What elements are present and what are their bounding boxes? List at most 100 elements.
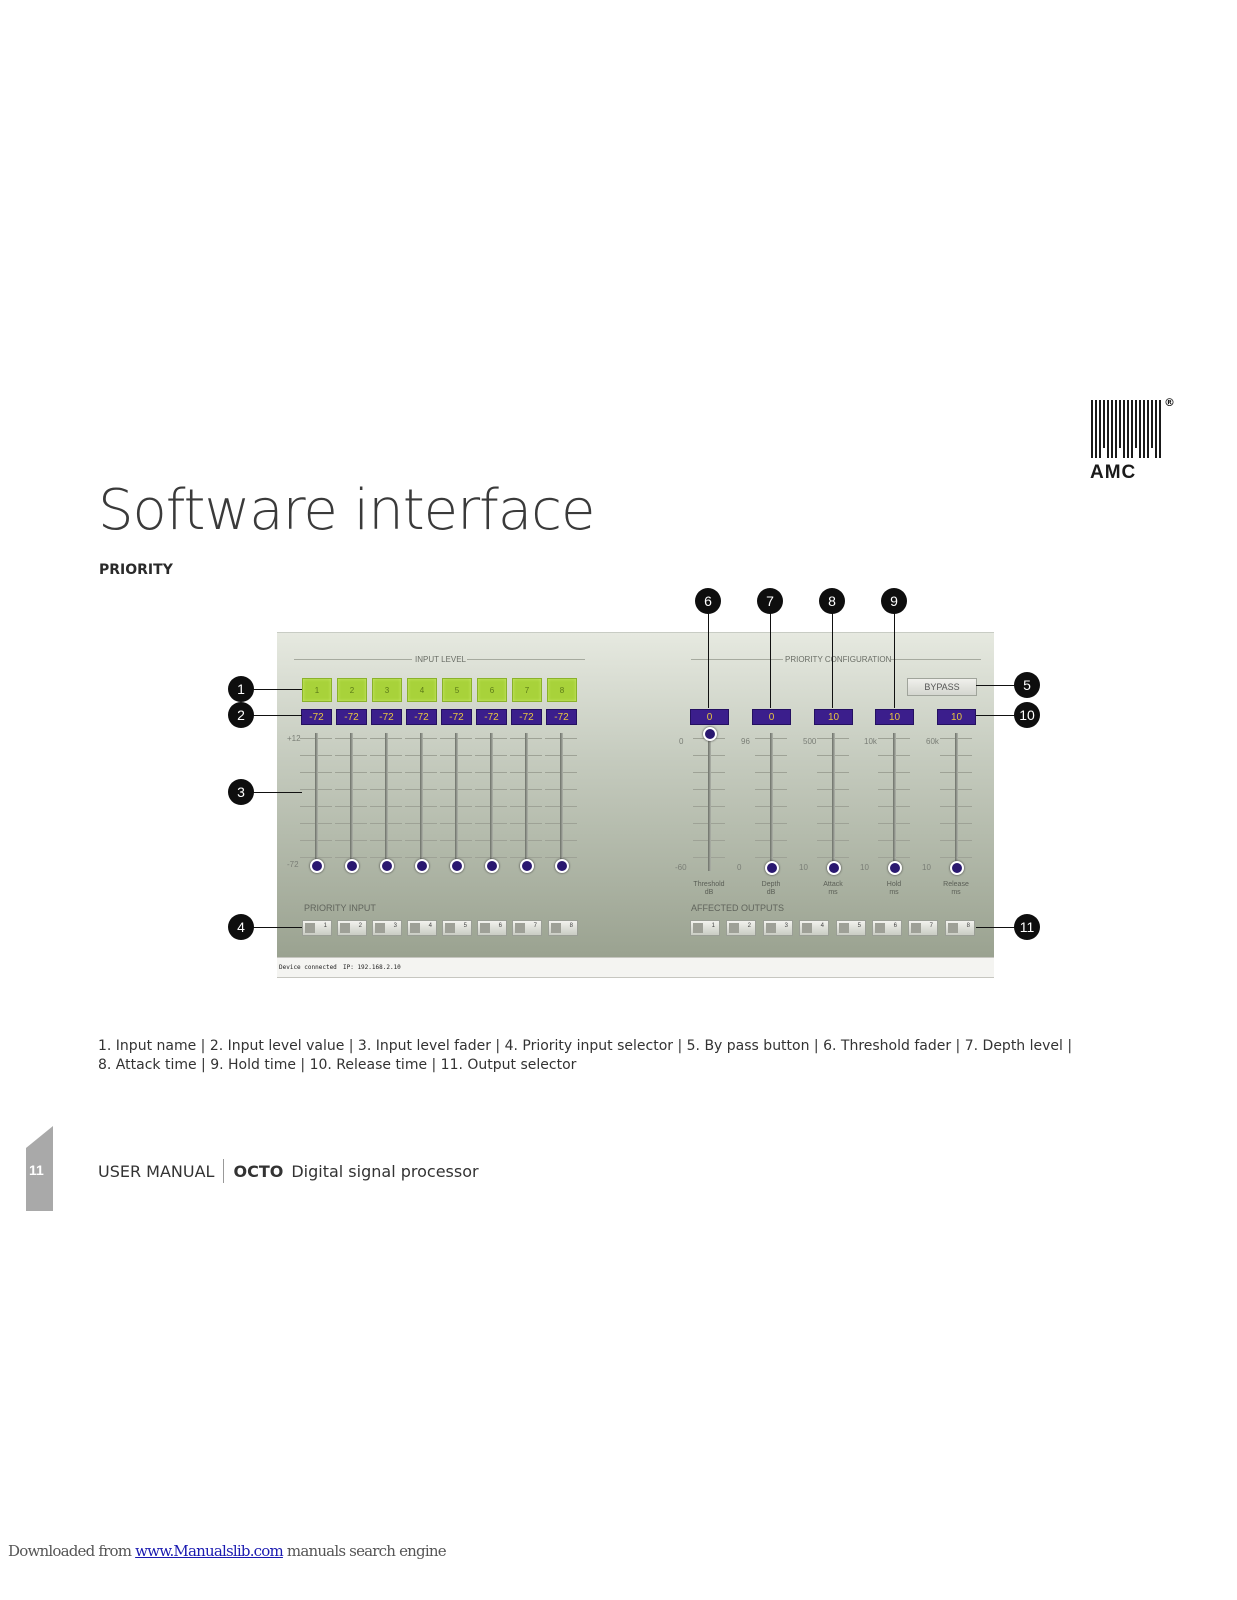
selector-number: 3 xyxy=(784,923,788,929)
callout-line xyxy=(832,613,833,708)
caption-line-2: 8. Attack time | 9. Hold time | 10. Rele… xyxy=(98,1057,577,1073)
input-fader-track-8[interactable] xyxy=(560,733,563,865)
input-level-value-3[interactable]: -72 xyxy=(371,709,402,725)
output-button-2[interactable]: 2 xyxy=(726,920,756,936)
input-name-1[interactable]: 1 xyxy=(302,678,332,702)
logo-bar xyxy=(1143,400,1145,458)
input-level-value-6[interactable]: -72 xyxy=(476,709,507,725)
page-number: 11 xyxy=(29,1162,44,1178)
checkbox-icon xyxy=(948,923,958,933)
callout-5: 5 xyxy=(1014,672,1040,698)
callout-line xyxy=(894,613,895,708)
logo-bar xyxy=(1115,400,1117,458)
logo-bar xyxy=(1155,400,1157,458)
watermark-link[interactable]: www.Manualslib.com xyxy=(135,1542,284,1560)
input-level-value-8[interactable]: -72 xyxy=(546,709,577,725)
param-scale-bottom: -60 xyxy=(675,863,687,872)
callout-line xyxy=(708,613,709,708)
priority-input-button-8[interactable]: 8 xyxy=(548,920,578,936)
input-name-7[interactable]: 7 xyxy=(512,678,542,702)
param-scale-top: 500 xyxy=(803,737,817,746)
bypass-button[interactable]: BYPASS xyxy=(907,678,977,696)
input-name-5[interactable]: 5 xyxy=(442,678,472,702)
callout-11: 11 xyxy=(1014,914,1040,940)
input-name-4[interactable]: 4 xyxy=(407,678,437,702)
param-fader-knob-attack[interactable] xyxy=(827,861,841,875)
input-fader-knob-5[interactable] xyxy=(450,859,464,873)
param-value-release[interactable]: 10 xyxy=(937,709,976,725)
output-button-6[interactable]: 6 xyxy=(872,920,902,936)
watermark-prefix: Downloaded from xyxy=(8,1542,136,1560)
param-fader-track-hold[interactable] xyxy=(893,733,896,871)
output-button-3[interactable]: 3 xyxy=(763,920,793,936)
input-name-8[interactable]: 8 xyxy=(547,678,577,702)
input-scale-bottom: -72 xyxy=(287,860,299,869)
input-fader-track-1[interactable] xyxy=(315,733,318,865)
logo-bar xyxy=(1151,400,1153,448)
selector-number: 7 xyxy=(533,923,537,929)
input-fader-knob-1[interactable] xyxy=(310,859,324,873)
input-fader-track-2[interactable] xyxy=(350,733,353,865)
priority-input-button-7[interactable]: 7 xyxy=(512,920,542,936)
input-level-value-2[interactable]: -72 xyxy=(336,709,367,725)
input-level-value-4[interactable]: -72 xyxy=(406,709,437,725)
callout-line xyxy=(253,792,302,793)
input-fader-knob-2[interactable] xyxy=(345,859,359,873)
input-fader-track-5[interactable] xyxy=(455,733,458,865)
selector-number: 1 xyxy=(711,923,715,929)
input-fader-track-7[interactable] xyxy=(525,733,528,865)
selector-number: 6 xyxy=(893,923,897,929)
output-button-7[interactable]: 7 xyxy=(908,920,938,936)
param-value-threshold[interactable]: 0 xyxy=(690,709,729,725)
param-value-attack[interactable]: 10 xyxy=(814,709,853,725)
callout-line xyxy=(770,613,771,708)
checkbox-icon xyxy=(766,923,776,933)
priority-input-button-5[interactable]: 5 xyxy=(442,920,472,936)
param-fader-track-release[interactable] xyxy=(955,733,958,871)
selector-number: 2 xyxy=(358,923,362,929)
priority-input-button-6[interactable]: 6 xyxy=(477,920,507,936)
input-level-value-5[interactable]: -72 xyxy=(441,709,472,725)
input-fader-knob-4[interactable] xyxy=(415,859,429,873)
logo-bar xyxy=(1099,400,1101,458)
callout-line xyxy=(976,685,1015,686)
checkbox-icon xyxy=(480,923,490,933)
input-fader-knob-6[interactable] xyxy=(485,859,499,873)
param-fader-knob-threshold[interactable] xyxy=(703,727,717,741)
param-fader-track-depth[interactable] xyxy=(770,733,773,871)
param-fader-track-attack[interactable] xyxy=(832,733,835,871)
priority-input-button-2[interactable]: 2 xyxy=(337,920,367,936)
output-button-5[interactable]: 5 xyxy=(836,920,866,936)
param-fader-knob-hold[interactable] xyxy=(888,861,902,875)
priority-input-button-3[interactable]: 3 xyxy=(372,920,402,936)
input-fader-knob-7[interactable] xyxy=(520,859,534,873)
priority-input-button-1[interactable]: 1 xyxy=(302,920,332,936)
input-fader-knob-3[interactable] xyxy=(380,859,394,873)
param-value-depth[interactable]: 0 xyxy=(752,709,791,725)
selector-number: 3 xyxy=(393,923,397,929)
output-button-1[interactable]: 1 xyxy=(690,920,720,936)
input-name-2[interactable]: 2 xyxy=(337,678,367,702)
input-fader-track-6[interactable] xyxy=(490,733,493,865)
param-fader-track-threshold[interactable] xyxy=(708,733,711,871)
priority-input-button-4[interactable]: 4 xyxy=(407,920,437,936)
checkbox-icon xyxy=(693,923,703,933)
param-fader-knob-release[interactable] xyxy=(950,861,964,875)
input-name-6[interactable]: 6 xyxy=(477,678,507,702)
checkbox-icon xyxy=(875,923,885,933)
input-fader-track-4[interactable] xyxy=(420,733,423,865)
divider xyxy=(691,659,783,660)
input-level-value-7[interactable]: -72 xyxy=(511,709,542,725)
output-button-8[interactable]: 8 xyxy=(945,920,975,936)
param-value-hold[interactable]: 10 xyxy=(875,709,914,725)
selector-number: 4 xyxy=(428,923,432,929)
output-button-4[interactable]: 4 xyxy=(799,920,829,936)
param-fader-knob-depth[interactable] xyxy=(765,861,779,875)
input-level-value-1[interactable]: -72 xyxy=(301,709,332,725)
callout-4: 4 xyxy=(228,914,254,940)
input-fader-knob-8[interactable] xyxy=(555,859,569,873)
input-name-3[interactable]: 3 xyxy=(372,678,402,702)
logo-bar xyxy=(1111,400,1113,458)
input-fader-track-3[interactable] xyxy=(385,733,388,865)
